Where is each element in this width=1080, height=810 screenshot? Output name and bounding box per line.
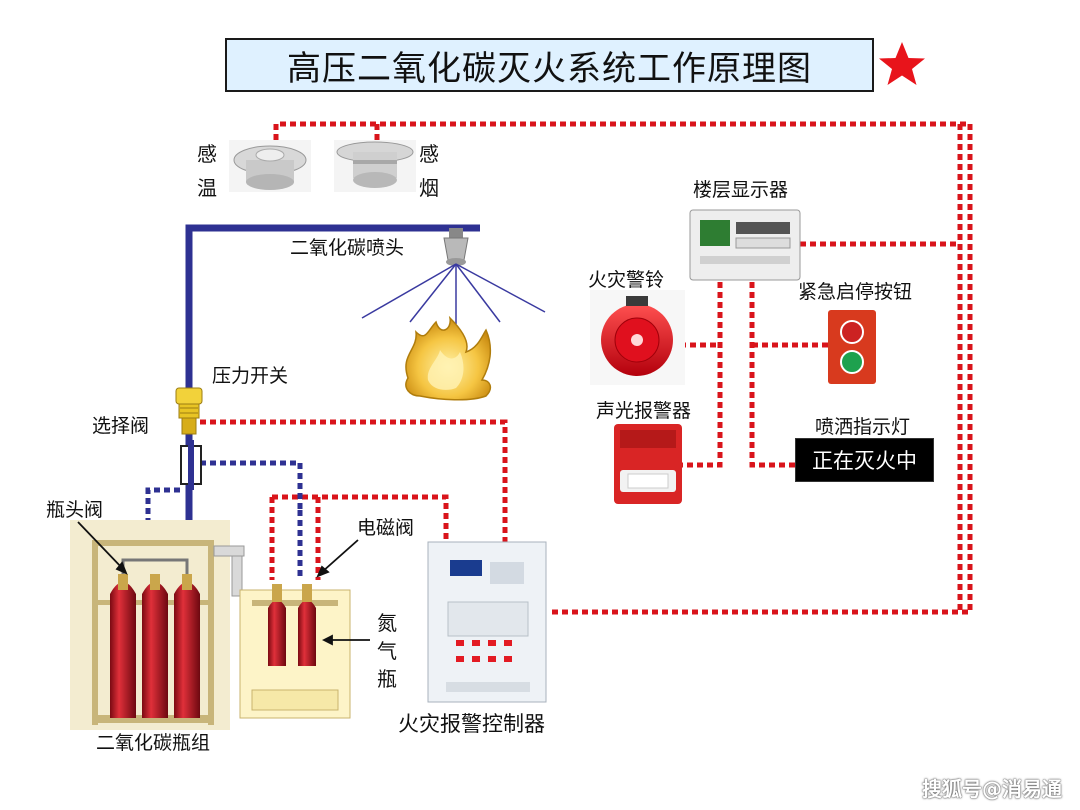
floor-display-label: 楼层显示器 (693, 179, 789, 201)
signal-lines (200, 121, 973, 615)
nitrogen-bottle-label-3: 瓶 (377, 667, 397, 691)
fire-controller-icon (427, 541, 547, 703)
pressure-switch-icon (175, 387, 203, 435)
spray-lines (361, 263, 546, 324)
heat-detector-label-1: 感 (197, 142, 217, 166)
floor-display-icon (689, 209, 801, 281)
selector-valve-icon (180, 440, 202, 490)
nitrogen-bottle-label-2: 气 (377, 639, 397, 663)
solenoid-valve-label: 电磁阀 (357, 517, 415, 539)
page-title: 高压二氧化碳灭火系统工作原理图 (225, 38, 874, 92)
co2-bottle-group-label: 二氧化碳瓶组 (96, 732, 211, 754)
co2-bottle-group (70, 520, 245, 730)
co2-nozzle-icon (443, 228, 469, 266)
fire-icon (405, 315, 492, 401)
co2-nozzle-label: 二氧化碳喷头 (290, 237, 405, 259)
nitrogen-bottle-cabinet (239, 584, 351, 719)
nitrogen-bottle-label-1: 氮 (377, 611, 397, 635)
fire-bell-label: 火灾警铃 (588, 269, 665, 291)
pointer-arrows (77, 521, 370, 646)
bottle-head-valve-label: 瓶头阀 (46, 499, 104, 521)
smoke-detector-label-1: 感 (419, 142, 439, 166)
emergency-button-label: 紧急启停按钮 (798, 281, 913, 303)
audible-visual-alarm-icon (614, 424, 682, 504)
pressure-switch-label: 压力开关 (212, 365, 289, 387)
smoke-detector-icon (334, 140, 416, 192)
co2-bottle (142, 574, 168, 718)
heat-detector-label-2: 温 (197, 176, 217, 200)
selector-valve-label: 选择阀 (92, 415, 150, 437)
heat-detector-icon (229, 140, 311, 192)
spray-indicator-label: 喷洒指示灯 (815, 416, 911, 438)
spray-indicator-display: 正在灭火中 (795, 438, 934, 482)
co2-bottle (174, 574, 200, 718)
smoke-detector-label-2: 烟 (419, 176, 439, 200)
gas-pipes (145, 224, 480, 580)
audible-visual-alarm-label: 声光报警器 (596, 400, 692, 422)
watermark: 搜狐号@消易通 (922, 777, 1062, 801)
emergency-button-icon (828, 310, 876, 384)
co2-bottle (110, 574, 136, 718)
nitrogen-bottle (268, 584, 286, 666)
fire-controller-label: 火灾报警控制器 (398, 712, 545, 736)
fire-bell-icon (590, 290, 685, 385)
nitrogen-bottle (298, 584, 316, 666)
